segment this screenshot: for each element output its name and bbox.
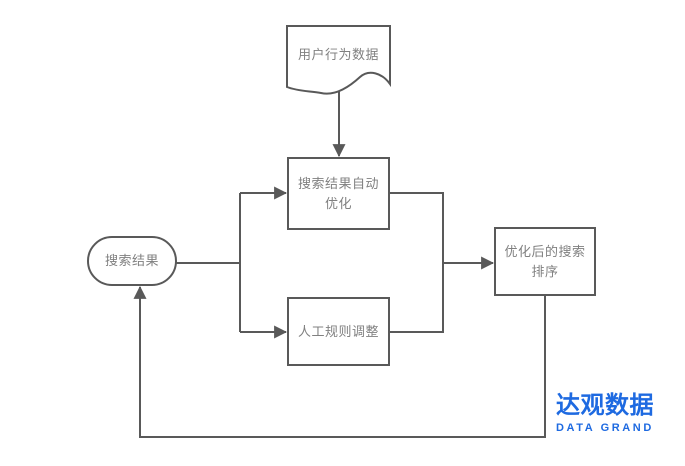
node-optimized-ranking <box>494 227 596 296</box>
edge-layer <box>133 90 546 438</box>
node-search-results <box>87 236 177 286</box>
edge-merge-rail <box>389 192 444 333</box>
node-user-behavior-data <box>286 25 391 95</box>
datagrand-logo: 达观数据 DATA GRAND <box>556 392 666 435</box>
node-manual-rules <box>287 297 390 366</box>
logo-chinese-text: 达观数据 <box>556 392 654 419</box>
node-layer <box>87 25 596 366</box>
node-auto-optimization <box>287 157 390 230</box>
logo-english-text: DATA GRAND <box>556 422 654 435</box>
edge-feedback-loop <box>133 285 546 438</box>
